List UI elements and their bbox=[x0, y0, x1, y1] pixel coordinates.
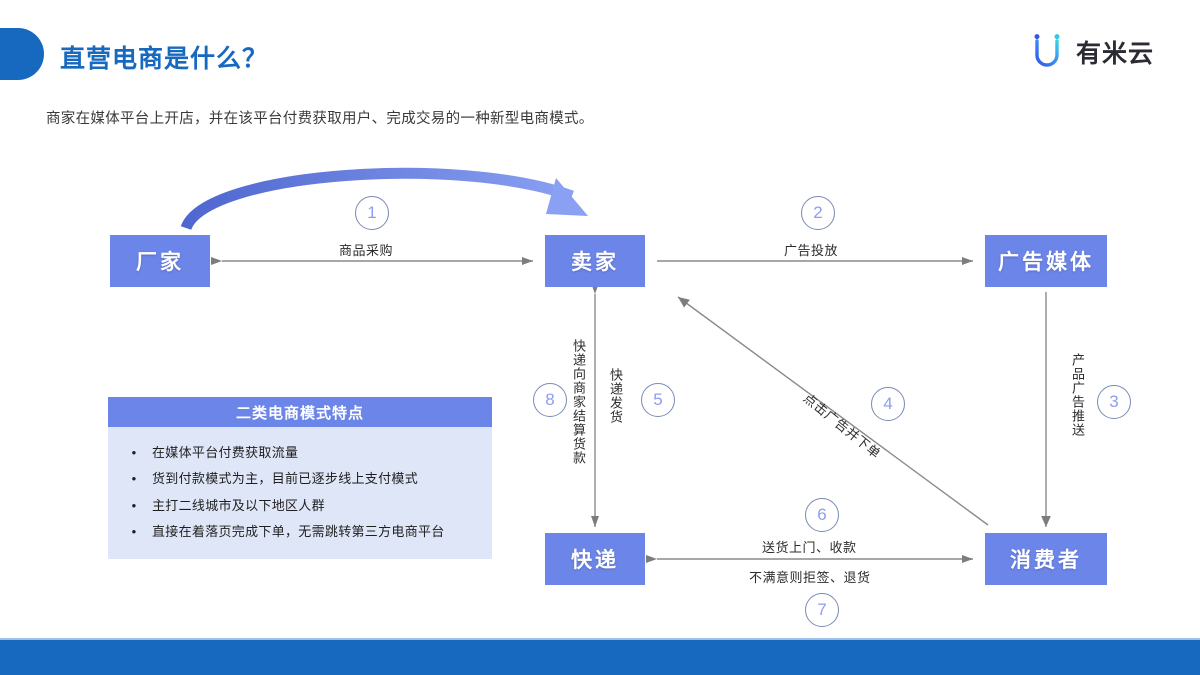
feature-list-item-text: 直接在着落页完成下单，无需跳转第三方电商平台 bbox=[152, 524, 445, 540]
node-consumer[interactable]: 消费者 bbox=[985, 533, 1107, 585]
feature-box-title: 二类电商模式特点 bbox=[108, 397, 492, 427]
step-number-7: 7 bbox=[805, 593, 839, 627]
step-number-6: 6 bbox=[805, 498, 839, 532]
bullet-icon: • bbox=[131, 497, 137, 513]
node-seller[interactable]: 卖家 bbox=[545, 235, 645, 287]
bullet-icon: • bbox=[131, 444, 137, 460]
node-ad-media[interactable]: 广告媒体 bbox=[985, 235, 1107, 287]
brand-name: 有米云 bbox=[1075, 40, 1154, 68]
feature-list: • 在媒体平台付费获取流量 • 货到付款模式为主，目前已逐步线上支付模式 • 主打二线城市… bbox=[108, 427, 492, 559]
bullet-icon: • bbox=[131, 524, 137, 540]
edge-label-deliver-collect: 送货上门、收款 bbox=[762, 540, 857, 555]
u-mark-icon bbox=[1034, 34, 1060, 67]
edge-label-procurement: 商品采购 bbox=[339, 243, 394, 258]
page-title: 直营电商是什么？ bbox=[60, 45, 269, 73]
edge-label-courier-ship: 快递发货 bbox=[608, 368, 623, 424]
feature-list-item: • 货到付款模式为主，目前已逐步线上支付模式 bbox=[108, 466, 492, 493]
step-number-3: 3 bbox=[1097, 385, 1131, 419]
feature-list-item: • 直接在着落页完成下单，无需跳转第三方电商平台 bbox=[108, 519, 492, 546]
step-number-5: 5 bbox=[641, 383, 675, 417]
node-courier[interactable]: 快递 bbox=[545, 533, 645, 585]
bottom-bar-highlight bbox=[0, 638, 1200, 640]
page-subtitle: 商家在媒体平台上开店，并在该平台付费获取用户、完成交易的一种新型电商模式。 bbox=[46, 111, 594, 127]
bottom-bar bbox=[0, 640, 1200, 675]
feature-list-item-text: 货到付款模式为主，目前已逐步线上支付模式 bbox=[152, 471, 419, 487]
feature-box: 二类电商模式特点 • 在媒体平台付费获取流量 • 货到付款模式为主，目前已逐步线上支付… bbox=[108, 397, 492, 560]
edge-label-ad-placement: 广告投放 bbox=[784, 243, 839, 258]
step-number-4: 4 bbox=[871, 387, 905, 421]
feature-list-item-text: 主打二线城市及以下地区人群 bbox=[152, 497, 325, 513]
step-number-8: 8 bbox=[533, 383, 567, 417]
edge-label-courier-settle: 快递向商家结算货款 bbox=[571, 339, 586, 465]
feature-list-item: • 在媒体平台付费获取流量 bbox=[108, 439, 492, 466]
node-factory[interactable]: 厂家 bbox=[110, 235, 210, 287]
step-number-1: 1 bbox=[355, 196, 389, 230]
step-number-2: 2 bbox=[801, 196, 835, 230]
feature-list-item: • 主打二线城市及以下地区人群 bbox=[108, 492, 492, 519]
brand-logo: 有米云 bbox=[1027, 32, 1154, 72]
feature-list-item-text: 在媒体平台付费获取流量 bbox=[152, 444, 299, 460]
bullet-icon: • bbox=[131, 471, 137, 487]
edge-label-refuse-return: 不满意则拒签、退货 bbox=[749, 570, 871, 585]
title-accent-shape bbox=[0, 28, 44, 80]
edge-label-ad-push: 产品广告推送 bbox=[1070, 353, 1085, 437]
